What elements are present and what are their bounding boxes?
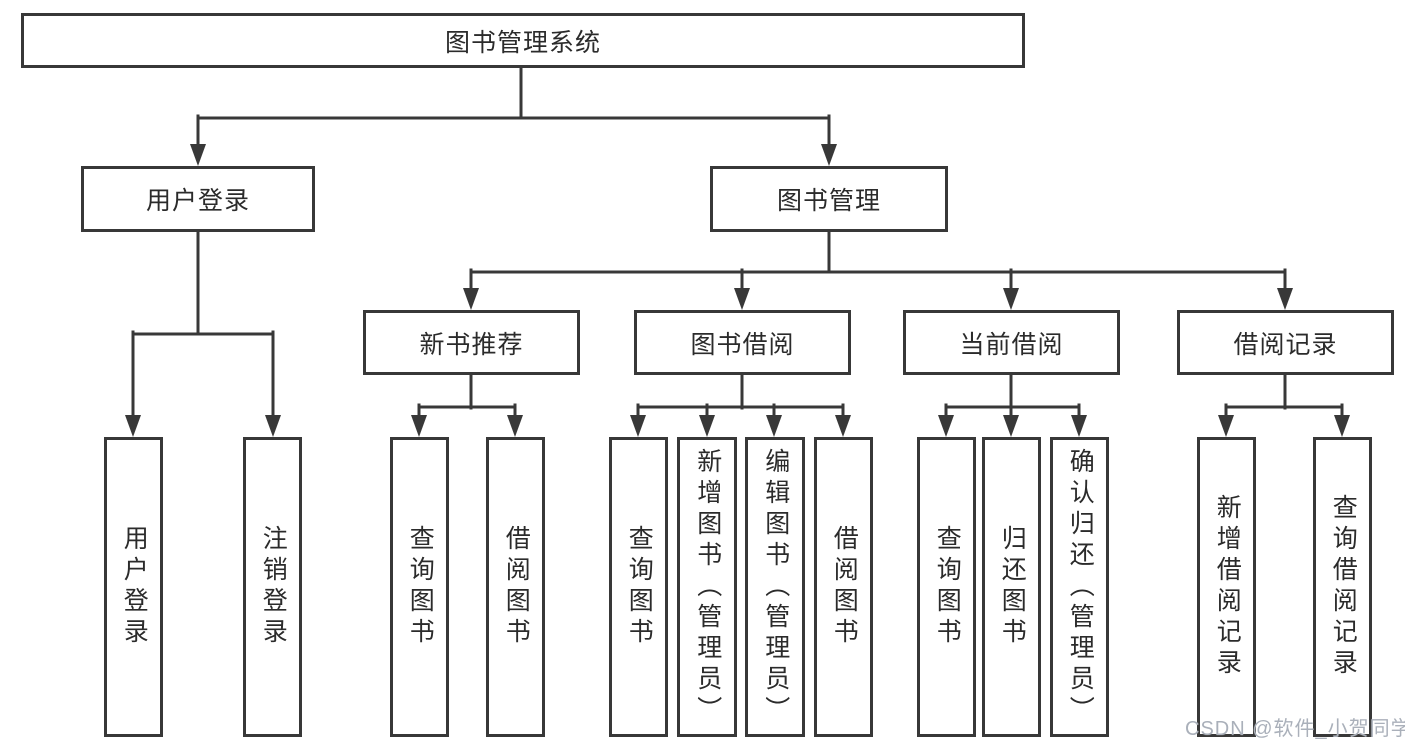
leaf-label: 注销登录 — [259, 525, 288, 649]
leaf-label: 借阅图书 — [830, 525, 859, 649]
leaf-return-books: 归还图书 — [982, 437, 1041, 737]
leaf-borrow-books-recommend: 借阅图书 — [486, 437, 545, 737]
leaf-user-login: 用户登录 — [104, 437, 163, 737]
leaf-edit-book-admin: 编辑图书（管理员） — [745, 437, 805, 737]
leaf-query-borrow-record: 查询借阅记录 — [1313, 437, 1372, 737]
node-book-management: 图书管理 — [710, 166, 948, 232]
leaf-borrow-books: 借阅图书 — [814, 437, 873, 737]
leaf-query-books-recommend: 查询图书 — [390, 437, 449, 737]
csdn-watermark: CSDN @软件_小贺同学 — [1185, 718, 1405, 740]
leaf-add-borrow-record: 新增借阅记录 — [1197, 437, 1256, 737]
leaf-label: 查询图书 — [625, 525, 654, 649]
leaf-label: 确认归还（管理员） — [1066, 447, 1095, 727]
leaf-label: 新增借阅记录 — [1213, 494, 1242, 680]
node-new-book-recommend: 新书推荐 — [363, 310, 580, 375]
leaf-label: 编辑图书（管理员） — [761, 447, 790, 727]
leaf-query-books-current: 查询图书 — [917, 437, 976, 737]
leaf-query-books-borrow: 查询图书 — [609, 437, 668, 737]
leaf-label: 查询图书 — [406, 525, 435, 649]
leaf-label: 借阅图书 — [502, 525, 531, 649]
node-current-borrow: 当前借阅 — [903, 310, 1120, 375]
leaf-add-book-admin: 新增图书（管理员） — [677, 437, 737, 737]
arrowheads — [125, 144, 1350, 437]
leaf-label: 用户登录 — [120, 525, 149, 649]
leaf-label: 归还图书 — [998, 525, 1027, 649]
leaf-logout: 注销登录 — [243, 437, 302, 737]
leaf-label: 查询图书 — [933, 525, 962, 649]
node-borrow-records: 借阅记录 — [1177, 310, 1394, 375]
node-user-login: 用户登录 — [81, 166, 315, 232]
leaf-label: 新增图书（管理员） — [693, 447, 722, 727]
node-book-borrow: 图书借阅 — [634, 310, 851, 375]
leaf-label: 查询借阅记录 — [1329, 494, 1358, 680]
node-root: 图书管理系统 — [21, 13, 1025, 68]
leaf-confirm-return-admin: 确认归还（管理员） — [1050, 437, 1109, 737]
